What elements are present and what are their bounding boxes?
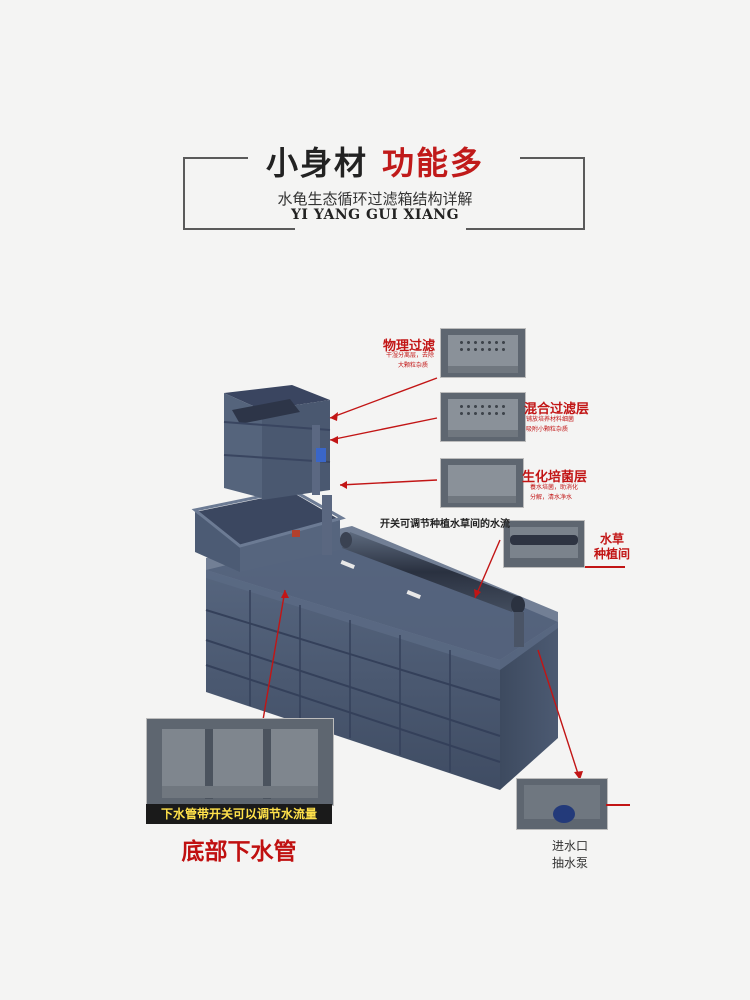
note-physical-filter-2: 大颗粒杂质 bbox=[398, 362, 429, 369]
label-bio-layer: 生化培菌层 bbox=[522, 470, 588, 485]
note-bio-layer-2: 分解，清水净水 bbox=[530, 494, 573, 501]
label-plant-area-line1: 水草 bbox=[599, 532, 624, 546]
label-mixed-filter: 混合过滤层 bbox=[524, 402, 590, 417]
note-mixed-filter-1: 铺放培养材料细菌 bbox=[526, 416, 575, 423]
photo-mixed-filter bbox=[440, 392, 526, 442]
label-pump: 进水口 抽水泵 bbox=[530, 838, 610, 872]
label-plant-area-line2: 种植间 bbox=[593, 547, 630, 561]
pump-red-tick bbox=[606, 804, 630, 806]
title-main: 小身材 bbox=[265, 144, 368, 182]
middle-crate bbox=[191, 488, 346, 572]
header-frame-left-side bbox=[183, 157, 185, 229]
label-pump-line1: 进水口 bbox=[551, 839, 588, 853]
photo-bio-layer bbox=[440, 458, 524, 508]
filter-tower bbox=[223, 385, 332, 555]
label-flow-switch: 开关可调节种植水草间的水流 bbox=[380, 519, 510, 530]
note-mixed-filter-2: 吸附小颗粒杂质 bbox=[526, 426, 569, 433]
photo-physical-filter bbox=[440, 328, 526, 378]
plant-red-tick bbox=[585, 566, 625, 568]
header-frame-right-bottom bbox=[466, 228, 585, 230]
subtitle-english: YI YANG GUI XIANG bbox=[290, 207, 460, 223]
subtitle: 水龟生态循环过滤箱结构详解 bbox=[277, 190, 473, 208]
header-frame-left-top bbox=[183, 157, 248, 159]
page-title: 小身材功能多 bbox=[0, 138, 750, 184]
label-plant-area: 水草 种植间 bbox=[592, 532, 632, 562]
label-physical-filter: 物理过滤 bbox=[383, 339, 436, 354]
header-frame-right-side bbox=[583, 157, 585, 229]
bottom-pipe-title: 底部下水管 bbox=[181, 838, 297, 865]
note-bio-layer-1: 養水培菌，助消化 bbox=[530, 484, 579, 491]
bottom-pipe-caption: 下水管带开关可以调节水流量 bbox=[146, 804, 332, 824]
title-accent: 功能多 bbox=[382, 144, 485, 182]
photo-bottom-pipe bbox=[146, 718, 334, 806]
header-frame-left-bottom bbox=[183, 228, 295, 230]
note-physical-filter-1: 干湿分离层，去除 bbox=[386, 352, 435, 359]
photo-pump bbox=[516, 778, 608, 830]
label-pump-line2: 抽水泵 bbox=[551, 856, 588, 870]
header-frame-right-top bbox=[520, 157, 585, 159]
photo-plant-area bbox=[503, 520, 585, 568]
